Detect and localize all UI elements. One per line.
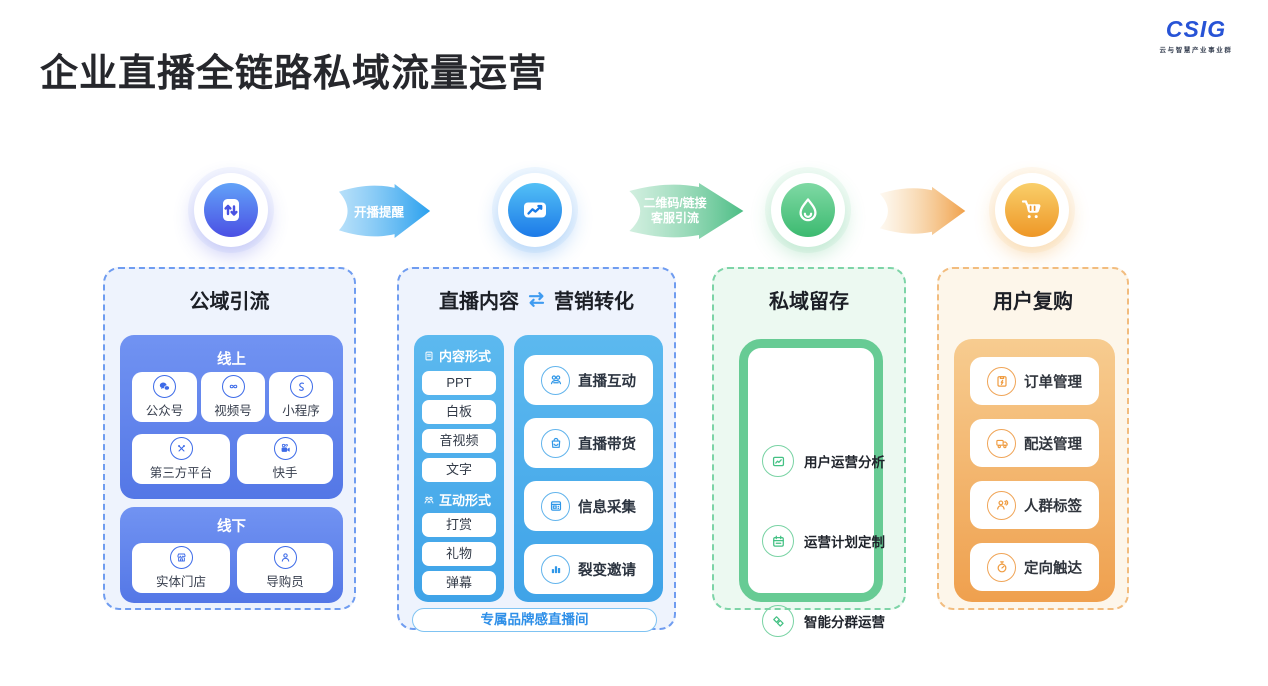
stage-live-icon bbox=[498, 173, 572, 247]
csig-logo-subtitle: 云与智慧产业事业群 bbox=[1159, 47, 1233, 54]
repurchase-item: 订单管理 bbox=[970, 357, 1099, 405]
stage-repurchase-icon bbox=[995, 173, 1069, 247]
retention-item: 智能分群运营 bbox=[762, 605, 885, 637]
feature-item: 直播互动 bbox=[524, 355, 653, 405]
wechat-icon bbox=[153, 375, 176, 398]
retention-item: 用户运营分析 bbox=[762, 445, 885, 477]
column-private-retention: 私域留存 用户运营分析 运营计划定制 智能分群运营 bbox=[712, 267, 906, 637]
column-title: 用户复购 bbox=[993, 291, 1073, 313]
content-form-item: 白板 bbox=[422, 400, 496, 424]
csig-logo-text: CSIG bbox=[1165, 16, 1227, 42]
arrow-repurchase bbox=[878, 186, 968, 236]
analysis-chart-icon bbox=[762, 445, 794, 477]
offline-card: 线下 实体门店 导购员 bbox=[120, 507, 343, 603]
person-icon bbox=[273, 546, 297, 569]
column-title: 公域引流 bbox=[189, 291, 270, 313]
stage-retention-icon bbox=[771, 173, 845, 247]
shopping-bag-icon bbox=[541, 428, 570, 458]
online-label: 线上 bbox=[217, 352, 246, 368]
calendar-plan-icon bbox=[762, 525, 794, 557]
segment-icon bbox=[762, 605, 794, 637]
repurchase-card: 订单管理 配送管理 人群标签 定向触达 bbox=[954, 339, 1115, 602]
online-card: 线上 公众号 视频号 小程序 bbox=[120, 335, 343, 499]
trend-chart-icon bbox=[508, 183, 562, 237]
document-transfer-icon bbox=[204, 183, 258, 237]
feature-item: 裂变邀请 bbox=[524, 544, 653, 594]
bar-chart-icon bbox=[541, 554, 570, 584]
repurchase-item: 定向触达 bbox=[970, 543, 1099, 591]
column-public-traffic: 公域引流 线上 公众号 视频号 小程序 bbox=[103, 267, 356, 610]
channel-item: 小程序 bbox=[269, 372, 333, 422]
channel-item: 第三方平台 bbox=[132, 434, 230, 484]
water-drop-icon bbox=[781, 183, 835, 237]
column-title-left: 直播内容 bbox=[439, 291, 519, 313]
column-title-right: 营销转化 bbox=[554, 291, 634, 313]
third-party-icon bbox=[169, 437, 193, 460]
interact-form-item: 礼物 bbox=[422, 542, 496, 566]
interact-form-item: 弹幕 bbox=[422, 571, 496, 595]
arrow-label: 二维码/链接 客服引流 bbox=[643, 196, 707, 225]
stopwatch-icon bbox=[987, 552, 1016, 582]
content-form-item: PPT bbox=[422, 371, 496, 395]
content-form-item: 音视频 bbox=[422, 429, 496, 453]
audience-icon bbox=[541, 365, 570, 395]
channel-item: 实体门店 bbox=[132, 543, 230, 593]
channel-item: 快手 bbox=[237, 434, 333, 484]
repurchase-item: 人群标签 bbox=[970, 481, 1099, 529]
shopping-cart-icon bbox=[1005, 183, 1059, 237]
marketing-card: 直播互动 直播带货 信息采集 裂变邀请 bbox=[514, 335, 663, 602]
column-live-content: 直播内容 营销转化 内容形式 PPT 白板 音视频 文字 互动形式 bbox=[397, 267, 676, 632]
arrow-qr-link: 二维码/链接 客服引流 bbox=[627, 182, 747, 240]
store-icon bbox=[169, 546, 193, 569]
column-title: 私域留存 bbox=[769, 291, 849, 313]
retention-card: 用户运营分析 运营计划定制 智能分群运营 bbox=[739, 339, 885, 637]
feature-item: 信息采集 bbox=[524, 481, 653, 531]
interact-forms-header: 互动形式 bbox=[439, 493, 492, 508]
stage-public-icon bbox=[194, 173, 268, 247]
interact-form-item: 打赏 bbox=[422, 513, 496, 537]
arrow-broadcast-reminder: 开播提醒 bbox=[337, 183, 433, 239]
delivery-truck-icon bbox=[987, 428, 1016, 458]
audience-tag-icon bbox=[987, 490, 1016, 520]
retention-item: 运营计划定制 bbox=[762, 525, 885, 557]
channel-item: 公众号 bbox=[132, 372, 197, 422]
channels-icon bbox=[221, 375, 245, 398]
miniprogram-icon bbox=[289, 375, 313, 398]
page-title: 企业直播全链路私域流量运营 bbox=[40, 53, 548, 95]
channel-item: 导购员 bbox=[237, 543, 333, 593]
kuaishou-icon bbox=[273, 437, 297, 460]
brand-liveroom-banner: 专属品牌感直播间 bbox=[412, 608, 657, 632]
arrow-label: 开播提醒 bbox=[353, 205, 404, 220]
content-forms-card: 内容形式 PPT 白板 音视频 文字 互动形式 打赏 礼物 弹幕 bbox=[414, 335, 504, 602]
content-form-item: 文字 bbox=[422, 458, 496, 482]
people-small-icon bbox=[423, 494, 435, 506]
swap-icon bbox=[527, 291, 546, 308]
feature-item: 直播带货 bbox=[524, 418, 653, 468]
form-icon bbox=[541, 491, 570, 521]
doc-list-icon bbox=[423, 350, 435, 362]
offline-label: 线下 bbox=[217, 519, 246, 535]
csig-logo: CSIG 云与智慧产业事业群 bbox=[1156, 16, 1236, 54]
content-forms-header: 内容形式 bbox=[439, 349, 492, 364]
order-clipboard-icon bbox=[987, 366, 1016, 396]
repurchase-item: 配送管理 bbox=[970, 419, 1099, 467]
channel-item: 视频号 bbox=[201, 372, 265, 422]
column-repurchase: 用户复购 订单管理 配送管理 人群标签 bbox=[937, 267, 1129, 610]
